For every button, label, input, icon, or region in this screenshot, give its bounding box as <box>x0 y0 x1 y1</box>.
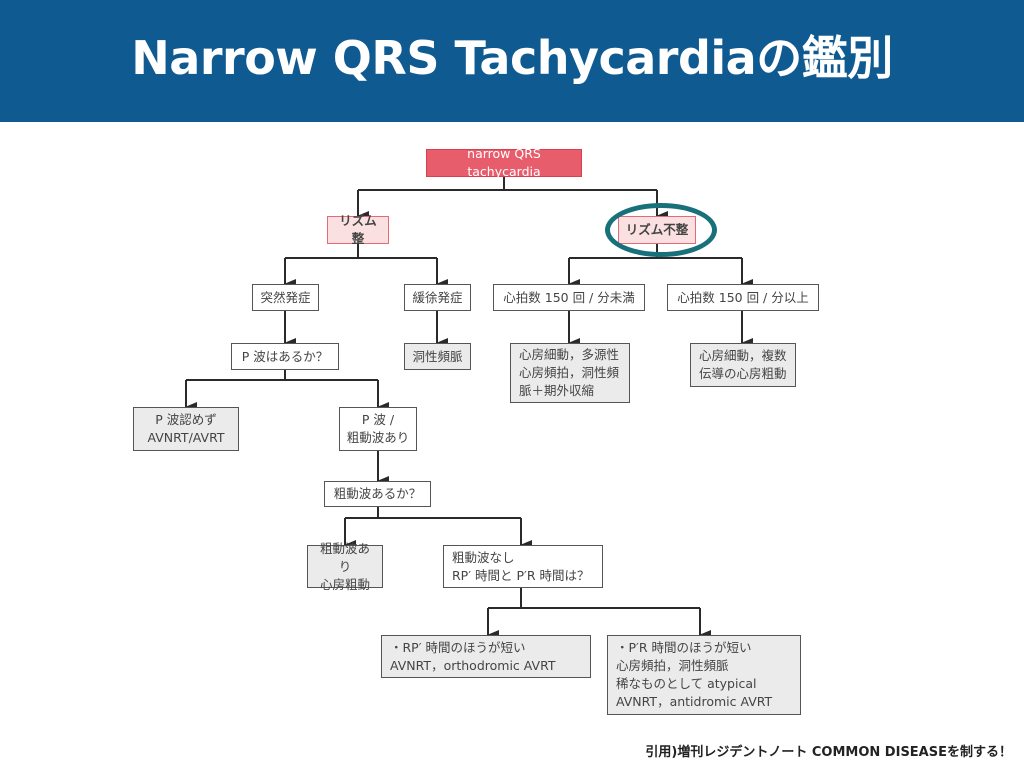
connector-regular <box>285 244 437 259</box>
node-above-150-result: 心房細動，複数 伝導の心房粗動 <box>690 343 796 387</box>
connector-flutter-split <box>345 506 521 519</box>
connector-pwave-split <box>186 369 378 381</box>
node-rhythm-regular: リズム整 <box>327 213 389 246</box>
node-sinus-tachycardia: 洞性頻脈 <box>404 343 471 370</box>
highlight-ring <box>605 203 717 257</box>
citation: 引用)増刊レジデントノート COMMON DISEASEを制する！ <box>645 745 1012 760</box>
node-root: narrow QRS tachycardia <box>426 146 582 179</box>
node-gradual-onset: 緩徐発症 <box>404 284 471 311</box>
node-pwave-question: P 波はあるか？ <box>231 343 339 370</box>
connector-interval-split <box>488 588 700 609</box>
node-rate-below-150: 心拍数 150 回 / 分未満 <box>493 284 645 311</box>
slide-title: Narrow QRS Tachycardiaの鑑別 <box>131 31 893 85</box>
node-below-150-result: 心房細動，多源性 心房頻拍，洞性頻 脈＋期外収縮 <box>510 343 630 403</box>
node-rate-above-150: 心拍数 150 回 / 分以上 <box>667 284 819 311</box>
node-pr-shorter: ・P′R 時間のほうが短い 心房頻拍，洞性頻脈 稀なものとして atypical… <box>607 635 801 715</box>
node-flutter-absent: 粗動波なし RP′ 時間と P′R 時間は？ <box>443 545 603 588</box>
slide-header: Narrow QRS Tachycardiaの鑑別 <box>0 0 1024 122</box>
node-pwave-present: P 波 / 粗動波あり <box>339 407 417 451</box>
node-flutter-present: 粗動波あり 心房粗動 <box>307 541 383 592</box>
node-flutter-question: 粗動波あるか？ <box>324 481 431 507</box>
node-rp-shorter: ・RP′ 時間のほうが短い AVNRT，orthodromic AVRT <box>381 635 591 678</box>
node-no-pwave: P 波認めず AVNRT/AVRT <box>133 407 239 451</box>
node-sudden-onset: 突然発症 <box>252 284 319 311</box>
